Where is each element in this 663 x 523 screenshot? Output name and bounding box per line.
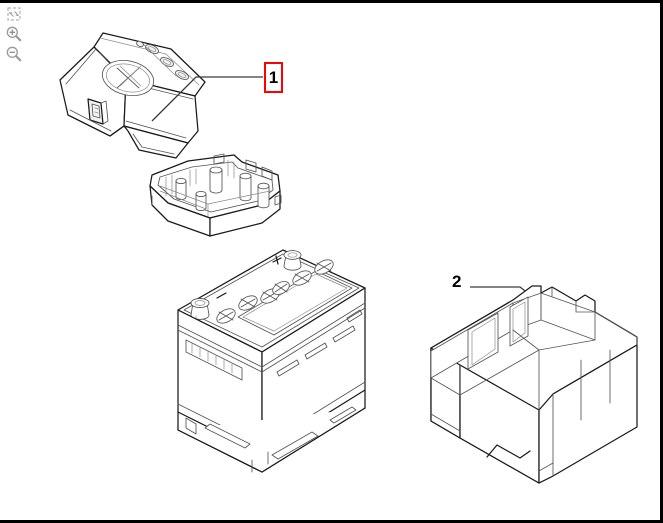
- tray-inner-slots: [467, 296, 529, 370]
- fit-to-screen-button[interactable]: [2, 4, 26, 24]
- callout-label-2[interactable]: 2: [452, 272, 462, 291]
- part-battery[interactable]: [177, 249, 366, 473]
- part-battery-cover[interactable]: [59, 32, 206, 159]
- part-battery-tray[interactable]: [430, 285, 638, 484]
- battery-handle-left: [185, 339, 243, 381]
- battery-plus-mark: [272, 255, 282, 265]
- battery-vent-slots: [276, 309, 363, 377]
- zoom-in-button[interactable]: [2, 24, 26, 44]
- frame-border-right: [660, 0, 663, 523]
- battery-positive-terminal: [283, 250, 302, 271]
- frame-border-bottom: [0, 520, 663, 523]
- zoom-out-button[interactable]: [2, 44, 26, 64]
- part-fuse-relay-base[interactable]: [149, 153, 282, 237]
- cover-clips: [142, 43, 189, 80]
- fit-to-screen-icon: [6, 6, 22, 22]
- zoom-out-icon: [5, 45, 23, 63]
- fuse-base-ribs: [159, 159, 271, 217]
- leader-line-1: [151, 76, 263, 122]
- cover-latch: [87, 98, 109, 125]
- battery-cell-caps: [216, 259, 334, 324]
- zoom-toolbar: [2, 4, 28, 64]
- cover-emblem-icon: [101, 60, 155, 96]
- zoom-in-icon: [5, 25, 23, 43]
- frame-border-top: [0, 0, 663, 3]
- battery-minus-mark: [216, 292, 227, 299]
- battery-negative-terminal: [190, 297, 210, 331]
- callout-label-1[interactable]: 1: [264, 62, 283, 93]
